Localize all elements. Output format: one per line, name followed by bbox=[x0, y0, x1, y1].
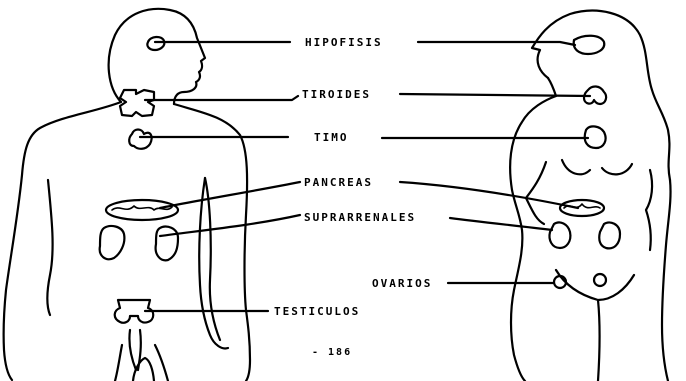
female-adrenal-left-icon bbox=[549, 222, 570, 248]
label-suprarrenales: SUPRARRENALES bbox=[304, 211, 416, 224]
female-glands bbox=[549, 36, 620, 288]
female-breasts bbox=[562, 160, 632, 174]
male-legs bbox=[115, 345, 168, 381]
female-left-arm bbox=[526, 162, 546, 224]
male-pancreas-icon bbox=[106, 200, 178, 220]
label-tiroides: TIROIDES bbox=[302, 88, 371, 101]
leader-suprarrenales-right bbox=[450, 218, 552, 230]
female-ovary-right-icon bbox=[594, 274, 606, 286]
female-face-profile bbox=[548, 78, 556, 96]
leader-hipofisis-right bbox=[418, 42, 575, 45]
male-right-arm-inner2 bbox=[205, 178, 220, 340]
male-thyroid-icon bbox=[120, 90, 154, 116]
male-left-arm-inner bbox=[47, 180, 52, 315]
female-right-arm bbox=[646, 170, 652, 250]
male-pituitary-icon bbox=[147, 37, 164, 50]
female-right-side-outline bbox=[662, 180, 671, 381]
male-left-side-outline bbox=[4, 102, 121, 380]
male-penis-icon bbox=[129, 330, 140, 370]
male-thymus-icon bbox=[129, 130, 151, 149]
female-figure bbox=[510, 11, 670, 381]
leader-tiroides-right bbox=[400, 94, 590, 96]
label-hipofisis: HIPOFISIS bbox=[305, 36, 383, 49]
female-pancreas-icon bbox=[560, 200, 604, 216]
male-adrenal-right-icon bbox=[156, 226, 178, 260]
label-ovarios: OVARIOS bbox=[372, 277, 432, 290]
female-adrenal-right-icon bbox=[599, 222, 620, 248]
male-figure bbox=[4, 9, 250, 381]
label-timo: TIMO bbox=[314, 131, 349, 144]
labels: HIPOFISIS TIROIDES TIMO PANCREAS SUPRARR… bbox=[274, 36, 432, 358]
leader-tiroides-left bbox=[145, 96, 298, 100]
female-hips bbox=[556, 270, 634, 381]
male-adrenal-left-icon bbox=[100, 226, 125, 259]
label-pancreas: PANCREAS bbox=[304, 176, 373, 189]
leader-suprarrenales-left bbox=[160, 215, 300, 236]
female-pituitary-icon bbox=[574, 36, 605, 54]
leader-pancreas-left bbox=[160, 182, 300, 208]
label-testiculos: TESTICULOS bbox=[274, 305, 360, 318]
leader-pancreas-right bbox=[400, 182, 578, 208]
page-number: - 186 bbox=[312, 347, 352, 358]
